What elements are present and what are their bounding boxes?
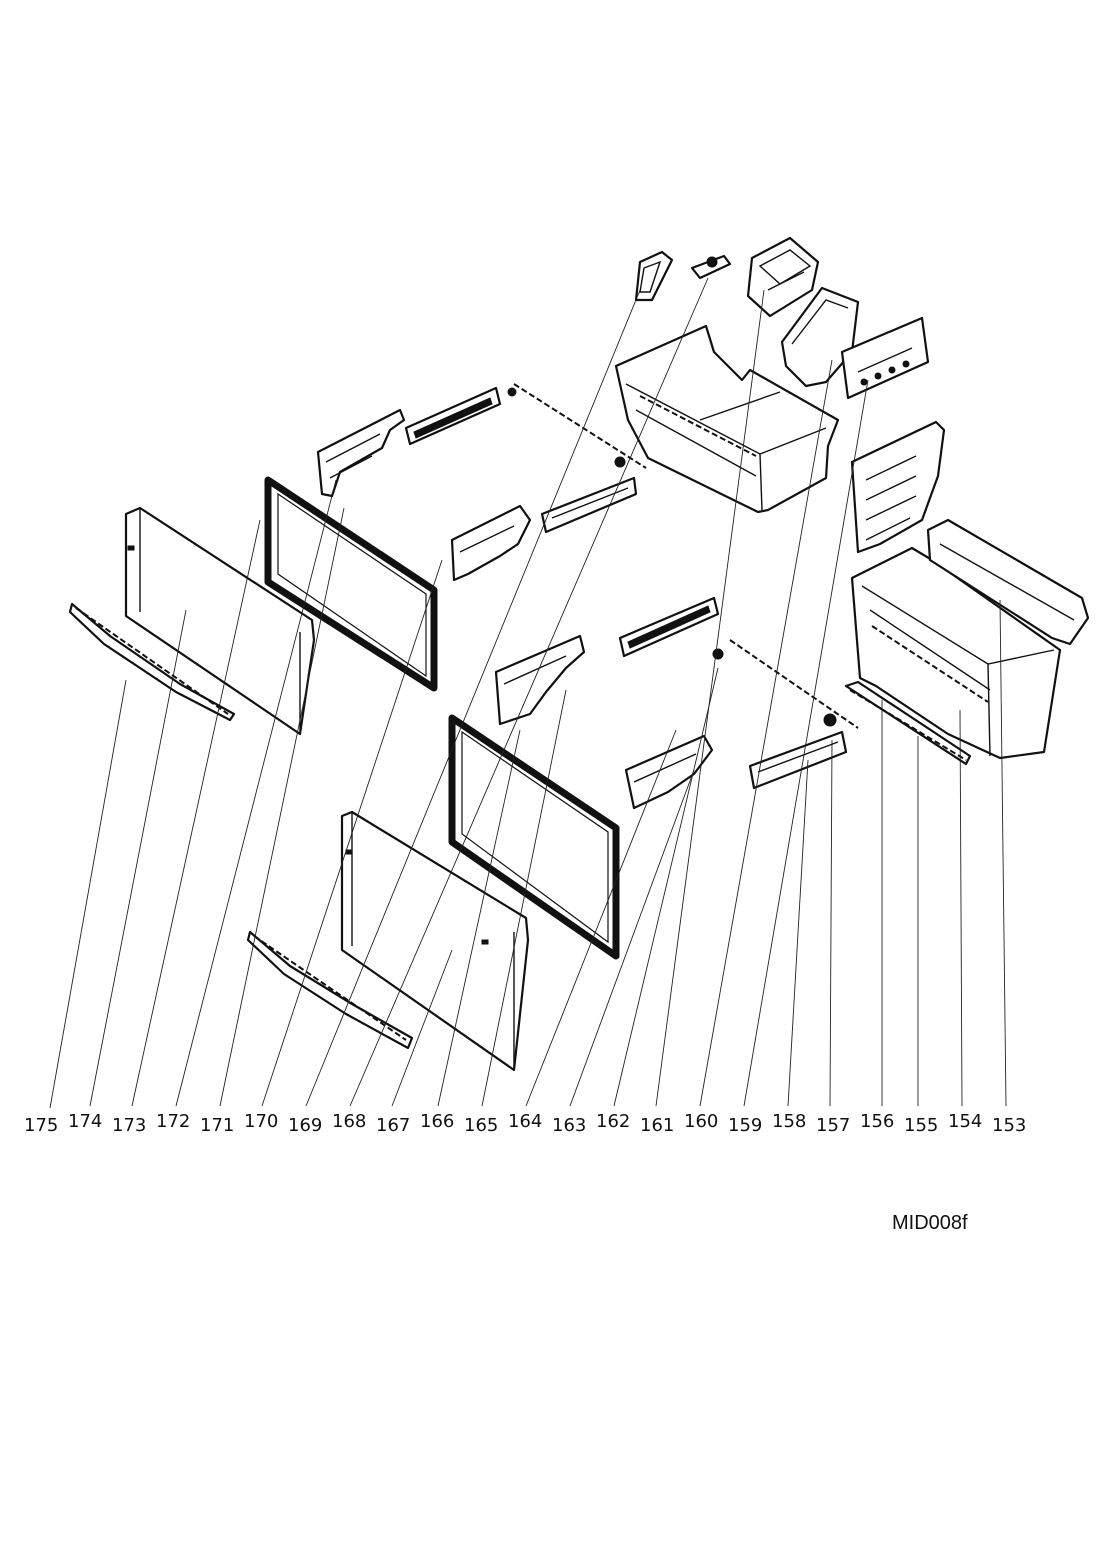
callout-number: 160 [684, 1111, 718, 1132]
side-bin-part [926, 518, 1090, 646]
callout-number: 162 [596, 1111, 630, 1132]
callout-number: 166 [420, 1111, 454, 1132]
upper-basket-part [614, 324, 840, 514]
upper-door-handle [68, 602, 236, 722]
lower-basket-part [850, 546, 1062, 760]
lower-door-panel [340, 810, 530, 1072]
callout-number: 155 [904, 1115, 938, 1136]
callout-number: 167 [376, 1115, 410, 1136]
small-shelf-part [634, 250, 674, 302]
lower-rail-right-part [624, 734, 714, 810]
upper-door-panel [124, 506, 316, 736]
callout-number: 173 [112, 1115, 146, 1136]
slide-stopper-top [507, 387, 517, 397]
lower-trim-strip-part [748, 730, 848, 790]
callout-numbers: 175 174 173 172 171 170 169 168 167 166 … [24, 1111, 1026, 1136]
lower-slide-stopper-bottom [823, 713, 837, 727]
upper-drawer-slide-rod [513, 383, 647, 469]
upper-door-gasket [264, 476, 438, 692]
lower-cross-bar-part [618, 596, 720, 658]
leader-lines [49, 277, 1007, 1109]
upper-trim-strip-part [540, 476, 638, 534]
slide-stopper-bottom [614, 456, 626, 468]
lower-rail-left-part [494, 634, 586, 726]
callout-number: 172 [156, 1111, 190, 1132]
ice-tray-part [746, 236, 820, 318]
upper-rail-right-part [450, 504, 532, 582]
callout-number: 161 [640, 1115, 674, 1136]
callout-number: 158 [772, 1111, 806, 1132]
hinge-pin-part [690, 254, 732, 280]
upper-rail-left-part [316, 408, 406, 498]
lower-door-gasket [448, 714, 620, 960]
callout-number: 164 [508, 1111, 542, 1132]
lower-door-handle [246, 930, 414, 1050]
callout-number: 168 [332, 1111, 366, 1132]
upper-cross-bar-part [404, 386, 502, 446]
callout-number: 156 [860, 1111, 894, 1132]
basket-bottom-rail-part [844, 680, 972, 766]
callout-number: 174 [68, 1111, 102, 1132]
callout-number: 170 [244, 1111, 278, 1132]
callout-number: 153 [992, 1115, 1026, 1136]
callout-number: 171 [200, 1115, 234, 1136]
callout-number: 159 [728, 1115, 762, 1136]
lower-slide-stopper-top [712, 648, 724, 660]
small-bin-part [780, 286, 860, 388]
drawing-code-label: MID008f [892, 1212, 968, 1234]
callout-number: 169 [288, 1115, 322, 1136]
back-divider-part [850, 420, 946, 554]
callout-number: 163 [552, 1115, 586, 1136]
divider-plate-part [840, 316, 930, 400]
callout-number: 154 [948, 1111, 982, 1132]
lower-drawer-slide-rod [729, 639, 859, 729]
callout-number: 157 [816, 1115, 850, 1136]
callout-number: 175 [24, 1115, 58, 1136]
callout-number: 165 [464, 1115, 498, 1136]
